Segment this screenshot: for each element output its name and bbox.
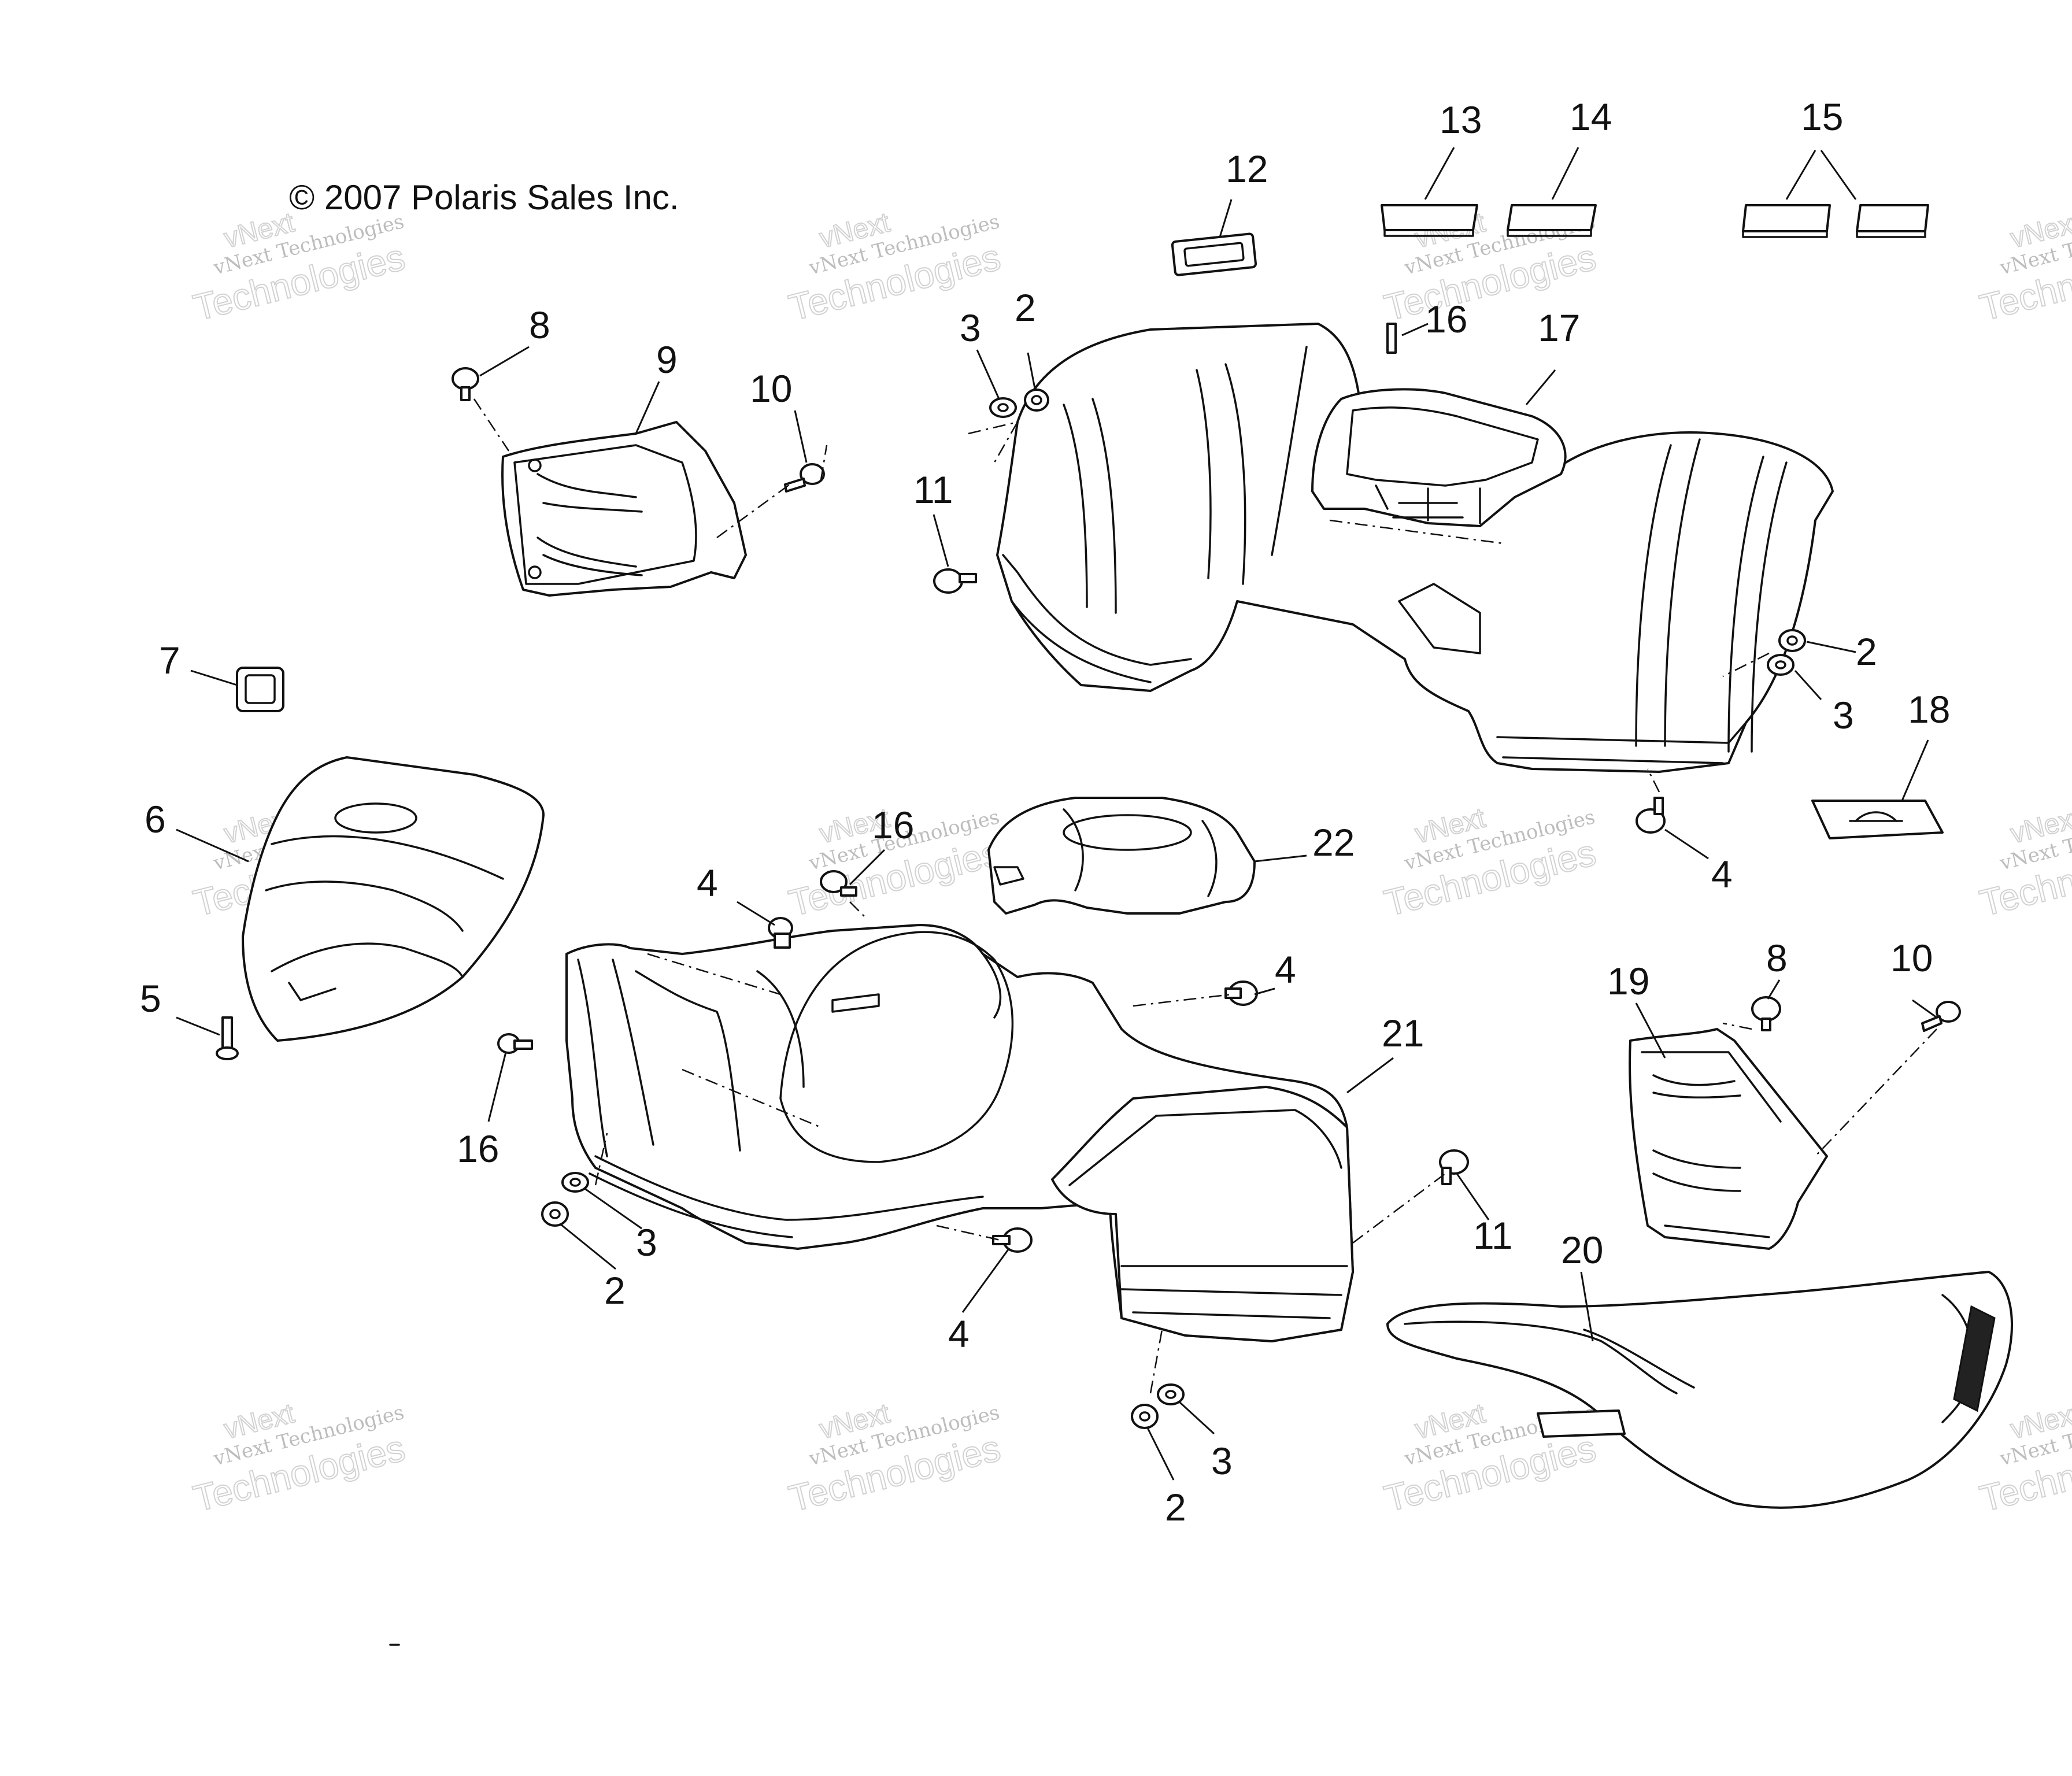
nut-icon <box>541 1201 569 1227</box>
callout-18: 18 <box>1908 688 1950 731</box>
screw-icon <box>216 1016 239 1060</box>
bolt-icon <box>1224 980 1258 1006</box>
bolt-icon <box>1636 797 1666 834</box>
callout-4: 4 <box>1275 948 1296 991</box>
decal-14 <box>1507 204 1597 237</box>
bolt-icon <box>933 568 977 594</box>
bolt-icon <box>768 917 793 949</box>
callout-4: 4 <box>1711 853 1733 896</box>
callout-2: 2 <box>1165 1486 1186 1529</box>
callout-12: 12 <box>1226 147 1268 190</box>
callout-9: 9 <box>656 338 678 381</box>
push-rivet-icon <box>452 367 479 401</box>
seat-20 <box>1386 1271 2013 1509</box>
side-panel-19 <box>1629 1028 1828 1250</box>
front-fender-assembly <box>565 924 1354 1342</box>
bolt-icon <box>992 1227 1033 1253</box>
washer-icon <box>561 1172 589 1193</box>
callout-6: 6 <box>145 798 166 841</box>
callout-19: 19 <box>1607 960 1649 1002</box>
callout-2: 2 <box>1856 630 1877 673</box>
callout-3: 3 <box>1833 694 1854 737</box>
callout-10: 10 <box>1890 937 1933 979</box>
callout-3: 3 <box>1211 1440 1233 1482</box>
callout-3: 3 <box>636 1221 657 1264</box>
watermark: vNext vNext Technologies Technologies <box>784 802 1005 924</box>
bolt-icon <box>820 870 857 897</box>
callout-20: 20 <box>1561 1229 1603 1271</box>
nut-icon <box>1778 629 1806 652</box>
pin-icon <box>1386 323 1397 354</box>
decal-15-left <box>1742 204 1831 238</box>
washer-icon <box>989 397 1017 418</box>
decal-13 <box>1381 204 1478 237</box>
callout-4: 4 <box>697 861 718 904</box>
leader-lines <box>176 147 1937 1481</box>
assembly-lines <box>473 398 1937 1394</box>
screw-icon <box>1921 1001 1961 1032</box>
callout-10: 10 <box>750 367 792 410</box>
headlight-pod-6 <box>242 756 545 1042</box>
callout-11: 11 <box>1473 1214 1513 1257</box>
callout-8: 8 <box>529 304 550 346</box>
watermark: vNext vNext Technologies Technologies <box>784 1397 1005 1520</box>
callout-8: 8 <box>1766 937 1788 979</box>
callout-16: 16 <box>1425 298 1467 341</box>
watermark: vNext vNext Technologies Technologies <box>1379 802 1600 924</box>
bolt-icon <box>497 1033 533 1054</box>
callout-2: 2 <box>604 1269 626 1312</box>
badge-12 <box>1171 232 1257 276</box>
callout-5: 5 <box>140 977 161 1020</box>
callout-16: 16 <box>872 804 914 846</box>
watermark: vNext vNext Technologies Technologies <box>188 1397 409 1520</box>
nut-icon <box>1024 388 1049 412</box>
console-cover-22 <box>987 797 1256 915</box>
callout-17: 17 <box>1538 306 1580 349</box>
rear-fender-assembly <box>996 323 1834 773</box>
nut-icon <box>1131 1404 1159 1429</box>
callout-13: 13 <box>1440 98 1482 141</box>
side-panel-9 <box>501 421 747 597</box>
bolt-icon <box>1439 1149 1469 1185</box>
callout-2: 2 <box>1015 286 1036 329</box>
callout-14: 14 <box>1570 95 1612 138</box>
callout-7: 7 <box>159 639 180 682</box>
screw-icon <box>784 463 825 493</box>
watermark: vNext vNext Technologies Technologies <box>1975 1397 2072 1520</box>
watermark: vNext vNext Technologies Technologies <box>1975 206 2072 329</box>
callouts: 13 14 15 12 16 17 8 9 10 3 2 11 2 3 18 4… <box>140 95 1950 1529</box>
callout-15: 15 <box>1801 95 1843 138</box>
push-rivet-icon <box>1751 996 1781 1031</box>
washer-icon <box>1157 1383 1185 1405</box>
callout-11: 11 <box>913 468 953 511</box>
fasteners <box>216 323 1961 1429</box>
watermark: vNext vNext Technologies Technologies <box>1975 802 2072 924</box>
gasket-7 <box>236 667 284 712</box>
callout-21: 21 <box>1382 1012 1424 1054</box>
badge-18 <box>1811 800 1944 839</box>
callout-22: 22 <box>1312 821 1355 864</box>
callout-4: 4 <box>948 1312 970 1355</box>
washer-icon <box>1767 654 1794 676</box>
callout-16: 16 <box>457 1127 499 1170</box>
decal-15-right <box>1856 204 1929 238</box>
copyright-notice: © 2007 Polaris Sales Inc. <box>289 178 679 217</box>
callout-3: 3 <box>960 306 981 349</box>
